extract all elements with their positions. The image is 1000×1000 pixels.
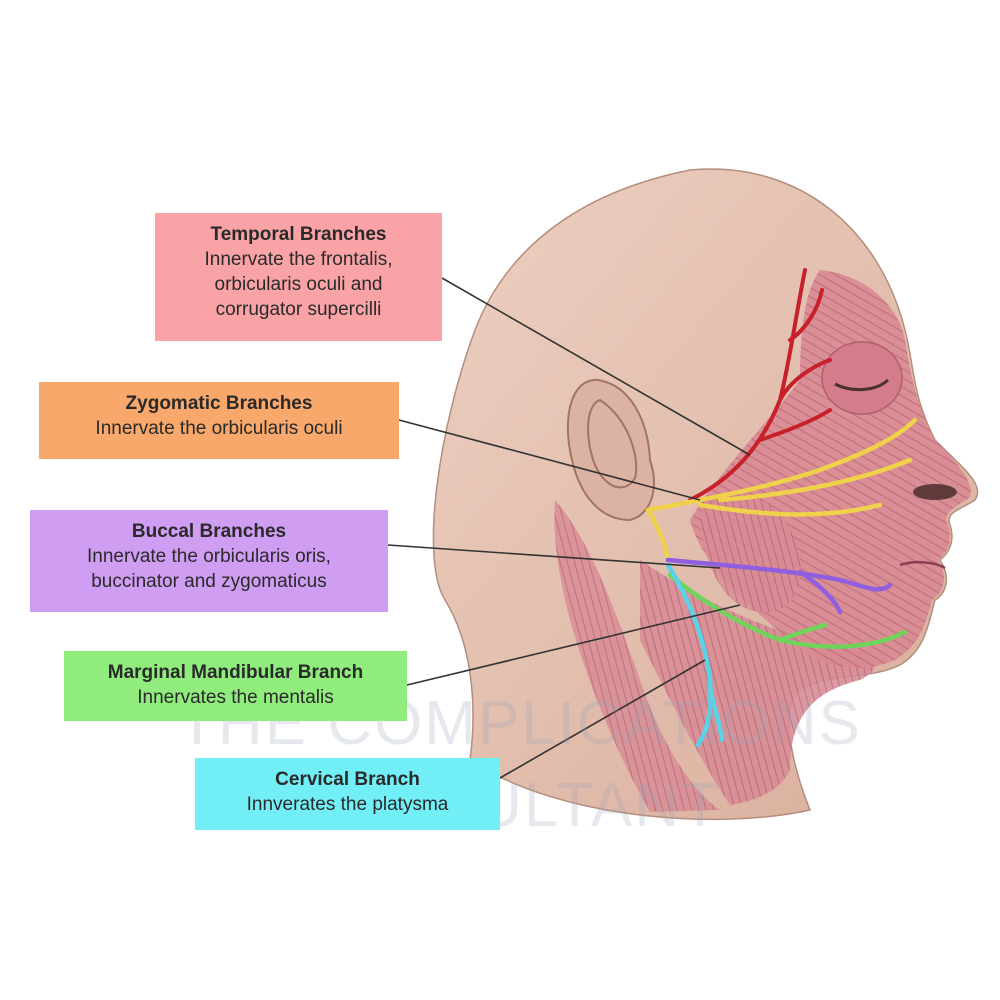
label-title: Zygomatic Branches xyxy=(125,393,313,414)
label-title: Marginal Mandibular Branch xyxy=(107,662,364,683)
label-line: corrugator supercilli xyxy=(215,299,382,320)
label-title: Cervical Branch xyxy=(275,769,420,790)
label-line: Innervates the mentalis xyxy=(137,687,334,708)
label-line: buccinator and zygomaticus xyxy=(91,571,327,592)
lips xyxy=(899,560,946,570)
label-title: Buccal Branches xyxy=(131,521,287,542)
label-line: Innervate the frontalis, xyxy=(204,249,393,270)
label-line: Innervate the orbicularis oris, xyxy=(87,546,331,567)
leader-lines xyxy=(387,277,751,779)
nostril xyxy=(913,484,957,500)
label-marginal-mandibular-branch: Marginal Mandibular Branch Innervates th… xyxy=(64,651,407,721)
label-temporal-branches: Temporal Branches Innervate the frontali… xyxy=(155,213,442,341)
closed-eye xyxy=(834,378,890,391)
nerve-zygomatic xyxy=(645,417,918,563)
leader-zygomatic xyxy=(398,419,701,501)
leader-cervical xyxy=(499,659,706,779)
orbicularis-oculi xyxy=(821,341,903,415)
leader-buccal xyxy=(387,544,721,569)
nerve-temporal xyxy=(688,268,832,502)
label-line: orbicularis oculi and xyxy=(214,274,383,295)
masseter-muscle xyxy=(700,492,801,613)
label-line: Innervate the orbicularis oculi xyxy=(95,418,343,439)
label-line: Innverates the platysma xyxy=(246,794,449,815)
nerve-cervical xyxy=(665,562,725,748)
label-buccal-branches: Buccal Branches Innervate the orbiculari… xyxy=(30,510,388,612)
neck-muscle xyxy=(554,500,720,812)
label-title: Temporal Branches xyxy=(210,224,387,245)
ear-inner xyxy=(587,398,638,489)
nerve-buccal xyxy=(665,557,893,615)
leader-marginal xyxy=(406,604,741,686)
label-cervical-branch: Cervical Branch Innverates the platysma xyxy=(195,758,500,830)
nerve-marginal xyxy=(667,572,908,649)
label-zygomatic-branches: Zygomatic Branches Innervate the orbicul… xyxy=(39,382,399,459)
leader-temporal xyxy=(441,277,751,456)
